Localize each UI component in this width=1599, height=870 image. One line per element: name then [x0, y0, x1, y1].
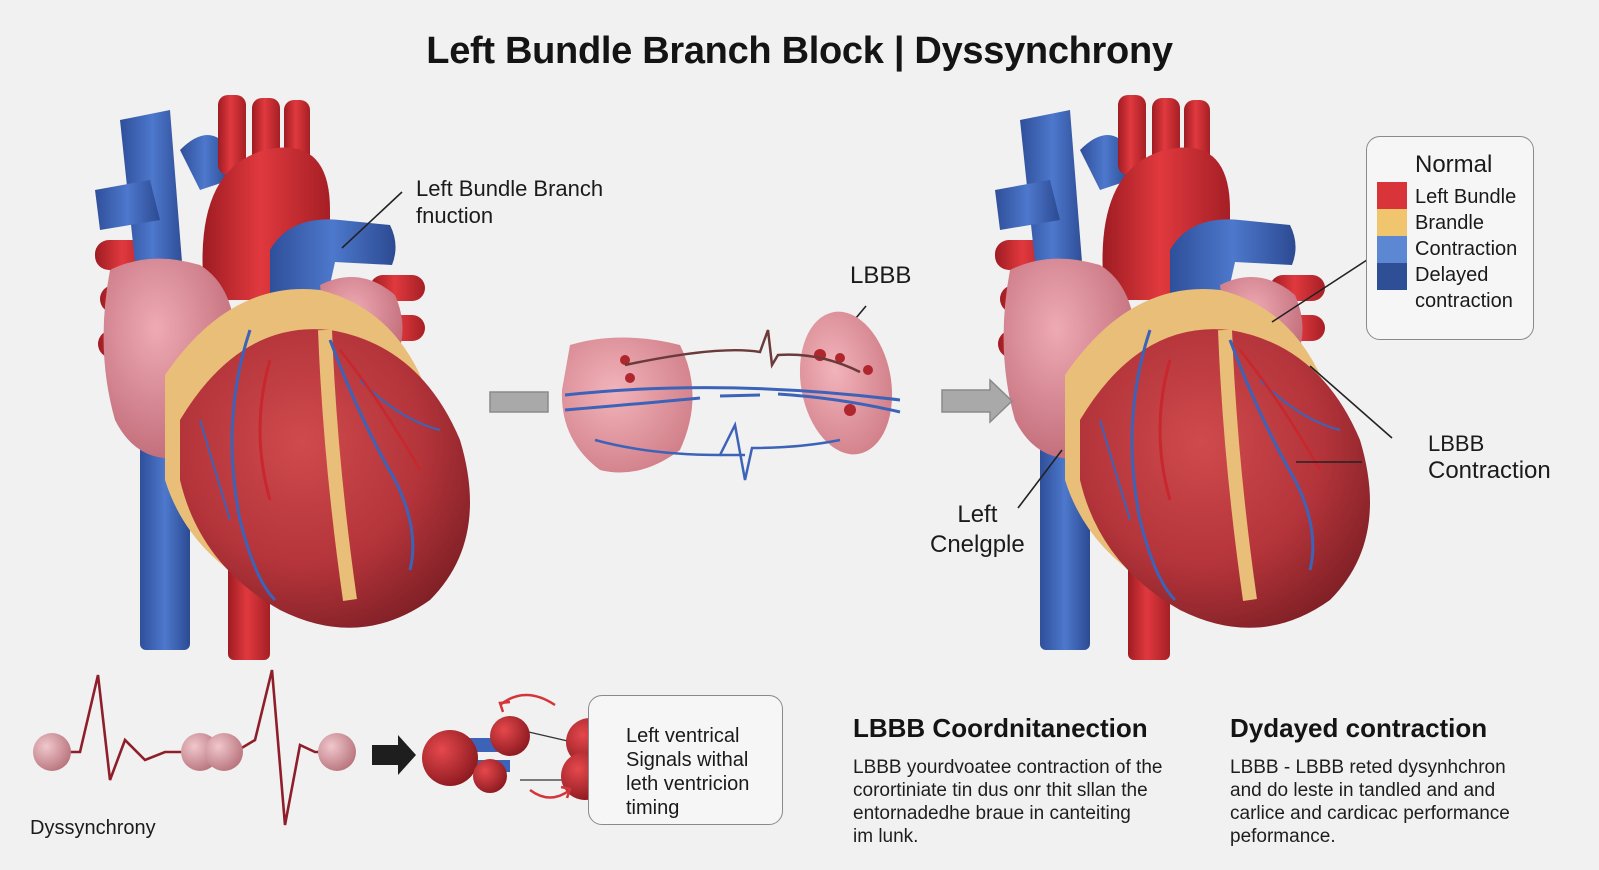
legend-box: Normal Left Bundle Brandle Contraction D…	[1366, 136, 1534, 340]
callout-line: timing	[626, 797, 680, 819]
section-body-coordination: LBBB yourdvoatee contraction of the coro…	[853, 756, 1162, 848]
label-line: Left Bundle Branch	[416, 176, 604, 201]
legend-item: Left Bundle	[1415, 186, 1517, 208]
section-line: LBBB yourdvoatee contraction of the	[853, 757, 1163, 778]
ecg-arrow	[372, 735, 416, 775]
conduction-diagram	[561, 311, 901, 481]
label-lbbb: LBBB	[850, 262, 912, 289]
page-title: Left Bundle Branch Block | Dyssynchrony	[426, 30, 1173, 72]
leader-line-cnelgple	[1017, 449, 1063, 509]
section-line: and do leste in tandled and and	[1230, 780, 1496, 801]
legend-item: Contraction	[1415, 238, 1518, 260]
legend-item: Delayed	[1415, 264, 1489, 286]
legend-swatch-red	[1377, 182, 1407, 209]
label-left-cnelgple: Left Cnelgple	[930, 500, 1025, 560]
ecg-trace	[33, 669, 356, 826]
section-heading-coordination: LBBB Coordnitanection	[853, 713, 1148, 743]
legend-swatch-light-blue	[1377, 236, 1407, 263]
legend-title: Normal	[1415, 151, 1493, 178]
legend-swatch-dark-blue	[1377, 263, 1407, 290]
label-lbbb-contraction: LBBB Contraction	[1428, 430, 1551, 484]
section-line: entornadedhe braue in canteiting	[853, 803, 1131, 824]
section-line: corortiniate tin dus onr thit sllan the	[853, 780, 1148, 801]
label-left-bundle-branch: Left Bundle Branch fnuction	[416, 175, 603, 229]
section-line: LBBB - LBBB reted dysynhchron	[1230, 757, 1506, 778]
section-line: peformance.	[1230, 826, 1336, 847]
right-heart-illustration	[995, 95, 1370, 660]
legend-item: contraction	[1415, 290, 1513, 312]
leader-line-legend	[1271, 257, 1371, 323]
callout-text: Left ventrical Signals withal leth ventr…	[626, 724, 749, 820]
section-heading-delayed: Dydayed contraction	[1230, 713, 1488, 743]
callout-box: Left ventrical Signals withal leth ventr…	[588, 695, 783, 825]
label-line: Cnelgple	[930, 531, 1025, 558]
legend-item: Brandle	[1415, 212, 1484, 234]
section-line: carlice and cardicac performance	[1230, 803, 1510, 824]
callout-line: Signals withal	[626, 749, 749, 771]
label-line: LBBB	[1428, 431, 1485, 456]
label-line: Contraction	[1428, 457, 1551, 484]
callout-line: Left ventrical	[626, 725, 740, 747]
leader-line-lbbb-contraction	[1309, 365, 1393, 439]
callout-line: leth ventricion	[626, 773, 750, 795]
right-arrow	[941, 378, 1014, 424]
label-line: Left	[957, 501, 998, 528]
left-heart-illustration	[95, 95, 470, 660]
left-arrow-bar	[489, 391, 549, 413]
label-line: fnuction	[416, 203, 494, 228]
leader-line-bundle	[341, 191, 403, 249]
section-body-delayed: LBBB - LBBB reted dysynhchron and do les…	[1230, 756, 1510, 848]
legend-swatch-yellow	[1377, 209, 1407, 236]
ventricle-model	[422, 693, 614, 800]
label-dyssynchrony: Dyssynchrony	[30, 817, 156, 839]
section-line: im lunk.	[853, 826, 919, 847]
